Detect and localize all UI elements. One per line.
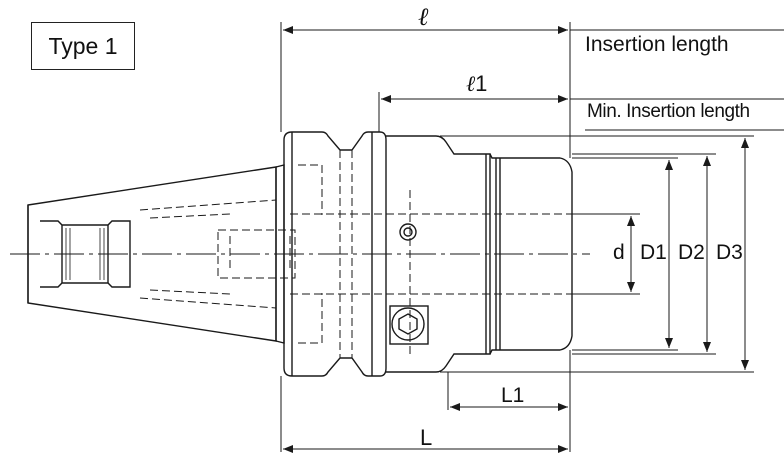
d-label: d xyxy=(613,241,625,264)
flange-body xyxy=(283,131,387,377)
dimension-lines xyxy=(280,22,784,453)
min-insertion-symbol: ℓ1 xyxy=(466,73,487,96)
screw-small xyxy=(399,223,417,241)
hex-screw xyxy=(389,305,429,345)
min-insertion-length-label: Min. Insertion length xyxy=(587,101,750,122)
holder-outline xyxy=(10,131,590,377)
L1-label: L1 xyxy=(501,384,525,407)
nose-section xyxy=(489,153,573,355)
L-label: L xyxy=(420,425,433,450)
insertion-length-label: Insertion length xyxy=(585,33,729,56)
D1-label: D1 xyxy=(640,241,667,264)
total-length-symbol: ℓ xyxy=(418,2,429,31)
pull-stud-recess xyxy=(40,220,131,288)
D2-label: D2 xyxy=(678,241,705,264)
main-body xyxy=(386,135,491,373)
type-label-box: Type 1 xyxy=(31,22,135,70)
type-label: Type 1 xyxy=(48,32,118,59)
min-insertion-symbol-index: 1 xyxy=(475,71,488,96)
D3-label: D3 xyxy=(716,241,743,264)
min-insertion-symbol-ell: ℓ xyxy=(466,72,476,97)
